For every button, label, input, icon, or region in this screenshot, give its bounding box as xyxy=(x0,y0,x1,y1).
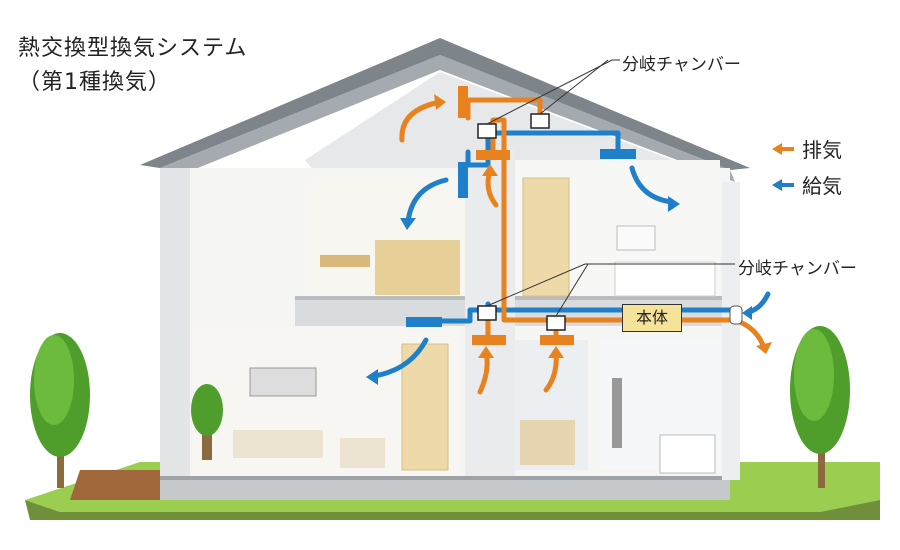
blue-arrow-icon xyxy=(770,178,796,192)
legend-supply-label: 給気 xyxy=(802,174,842,198)
legend-exhaust: 排気 xyxy=(770,134,842,163)
tree-right xyxy=(790,326,850,488)
supply-vents xyxy=(406,149,636,327)
diagram-subtitle: （第1種換気） xyxy=(18,70,171,95)
orange-arrow-icon xyxy=(770,142,796,156)
callout-branch-chamber-top: 分岐チャンバー xyxy=(622,55,741,75)
house xyxy=(140,38,750,500)
diagram-title: 熱交換型換気システム xyxy=(18,36,248,61)
supply-arrowheads xyxy=(366,196,752,385)
callout-leaders xyxy=(486,59,735,317)
exhaust-vents xyxy=(458,86,574,345)
callout-branch-chamber-mid: 分岐チャンバー xyxy=(738,259,857,279)
legend-exhaust-label: 排気 xyxy=(802,138,842,162)
outdoor-hood xyxy=(729,305,743,325)
exhaust-arrowheads xyxy=(434,94,772,358)
tree-left xyxy=(30,333,90,488)
legend-supply: 給気 xyxy=(770,170,842,199)
branch-chamber-boxes xyxy=(477,113,566,331)
ventilation-unit-label: 本体 xyxy=(622,304,682,332)
